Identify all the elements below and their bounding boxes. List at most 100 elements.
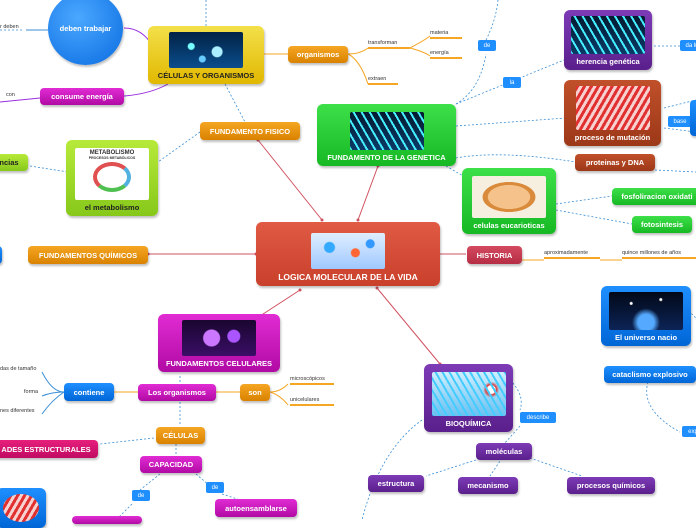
celulas-node[interactable]: CÉLULAS	[156, 427, 205, 444]
label-transforman: transforman	[368, 40, 410, 49]
label-extraen: extraen	[368, 76, 398, 85]
bottom-partial-node[interactable]	[72, 516, 142, 524]
organismos-node[interactable]: organismos	[288, 46, 348, 63]
ciencias-label: ncias	[0, 158, 19, 167]
fotosintesis-label: fotosintesis	[640, 220, 684, 229]
estructura-label: estructura	[377, 479, 415, 488]
label-con: con	[6, 92, 15, 98]
fundamento-fisico-label: FUNDAMENTO FISICO	[209, 126, 291, 136]
autoensamblarse-node[interactable]: autoensamblarse	[215, 499, 297, 517]
universo-label: El universo nacio	[614, 333, 678, 342]
cataclismo-node[interactable]: cataclismo explosivo	[604, 366, 696, 383]
celulas-eucarioticas-node[interactable]: celulas eucarioticas	[462, 168, 556, 234]
label-quince-millones: quince millones de años	[622, 250, 696, 259]
son-node[interactable]: son	[240, 384, 270, 401]
capacidad-label: CAPACIDAD	[148, 460, 194, 469]
chip-base: base	[668, 116, 692, 127]
eukaryotic-cell-image	[472, 176, 546, 218]
metabolismo-image-subtitle: PROCESOS METABÓLICOS	[88, 156, 136, 160]
label-microscopicos: microscópicos	[290, 376, 334, 385]
mecanismo-node[interactable]: mecanismo	[458, 477, 518, 494]
celulas-organismos-node[interactable]: CÉLULAS Y ORGANISMOS	[148, 26, 264, 84]
metabolismo-image-title: METABOLISMO	[89, 150, 135, 156]
consume-energia-label: consume energía	[51, 92, 113, 101]
fundamento-genetica-node[interactable]: FUNDAMENTO DE LA GENETICA	[317, 104, 456, 166]
mutation-dna-image	[575, 86, 650, 130]
bioquimica-node[interactable]: BIOQUÍMICA	[424, 364, 513, 432]
biochemistry-image	[431, 372, 506, 416]
celulas-label: CÉLULAS	[162, 431, 199, 440]
fundamentos-celulares-label: FUNDAMENTOS CELULARES	[165, 359, 273, 368]
proceso-mutacion-node[interactable]: proceso de mutación	[564, 80, 661, 146]
cataclismo-label: cataclismo explosivo	[612, 370, 688, 379]
universe-image	[609, 292, 683, 330]
dna-image	[349, 112, 424, 150]
los-organismos-label: Los organismos	[148, 388, 206, 397]
herencia-genetica-node[interactable]: herencia genética	[564, 10, 652, 70]
label-aproximadamente: aproximadamente	[544, 250, 600, 259]
proteinas-dna-label: proteinas y DNA	[585, 158, 645, 167]
label-das-de-tamano: das de tamaño	[0, 366, 37, 372]
center-title: LOGICA MOLECULAR DE LA VIDA	[278, 272, 418, 282]
chip-de-3: de	[206, 482, 224, 493]
left-edge-blue-node[interactable]	[0, 246, 2, 264]
right-edge-blue-node-1[interactable]	[690, 100, 696, 136]
fundamentos-celulares-node[interactable]: FUNDAMENTOS CELULARES	[158, 314, 280, 372]
bottom-left-partial-card[interactable]	[0, 488, 46, 528]
bioquimica-label: BIOQUÍMICA	[445, 419, 492, 428]
chip-da-lu: da lu	[680, 40, 696, 51]
chip-exp: exp	[682, 426, 696, 437]
cells-image	[182, 320, 256, 356]
moleculas-label: moléculas	[485, 447, 523, 456]
metabolism-cycle-icon	[93, 162, 131, 192]
estructura-node[interactable]: estructura	[368, 475, 424, 492]
organismos-label: organismos	[296, 50, 340, 59]
contiene-node[interactable]: contiene	[64, 383, 114, 401]
herencia-genetica-label: herencia genética	[576, 57, 640, 66]
fundamento-fisico-node[interactable]: FUNDAMENTO FISICO	[200, 122, 300, 140]
fotosintesis-node[interactable]: fotosintesis	[632, 216, 692, 233]
mecanismo-label: mecanismo	[467, 481, 509, 490]
proteinas-dna-node[interactable]: proteinas y DNA	[575, 154, 655, 171]
moleculas-node[interactable]: moléculas	[476, 443, 532, 460]
herencia-dna-image	[571, 16, 645, 54]
propiedades-label: ADES ESTRUCTURALES	[1, 444, 91, 454]
label-r-deben: r deben	[0, 24, 19, 30]
capacidad-node[interactable]: CAPACIDAD	[140, 456, 202, 473]
label-energia: energía	[430, 50, 462, 59]
metabolismo-node[interactable]: METABOLISMO PROCESOS METABÓLICOS el meta…	[66, 140, 158, 216]
deben-trabajar-node[interactable]: deben trabajar	[48, 0, 123, 65]
label-materia: materia	[430, 30, 462, 39]
universo-node[interactable]: El universo nacio	[601, 286, 691, 346]
proceso-mutacion-label: proceso de mutación	[574, 133, 651, 142]
consume-energia-node[interactable]: consume energía	[40, 88, 124, 105]
fundamentos-quimicos-node[interactable]: FUNDAMENTOS QUÍMICOS	[28, 246, 148, 264]
son-label: son	[248, 388, 262, 397]
procesos-quimicos-label: procesos químicos	[576, 481, 646, 490]
label-forma: forma	[24, 389, 39, 395]
propiedades-estructurales-node[interactable]: ADES ESTRUCTURALES	[0, 440, 98, 458]
los-organismos-node[interactable]: Los organismos	[138, 384, 216, 401]
autoensamblarse-label: autoensamblarse	[225, 503, 287, 513]
fundamentos-quimicos-label: FUNDAMENTOS QUÍMICOS	[38, 250, 138, 260]
historia-label: HISTORIA	[476, 250, 513, 260]
chip-de: de	[478, 40, 496, 51]
chip-describe: describe	[520, 412, 556, 423]
label-nes-diferentes: nes diferentes	[0, 408, 35, 414]
fundamento-genetica-label: FUNDAMENTO DE LA GENETICA	[327, 153, 446, 162]
celulas-organismos-label: CÉLULAS Y ORGANISMOS	[157, 71, 255, 80]
virus-image	[169, 32, 243, 68]
center-node[interactable]: LOGICA MOLECULAR DE LA VIDA	[256, 222, 440, 286]
fosforilacion-label: fosfoliracion oxidati	[621, 192, 693, 201]
ciencias-node[interactable]: ncias	[0, 154, 28, 171]
metabolismo-image: METABOLISMO PROCESOS METABÓLICOS	[75, 148, 149, 200]
procesos-quimicos-node[interactable]: procesos químicos	[567, 477, 655, 494]
historia-node[interactable]: HISTORIA	[467, 246, 522, 264]
fosforilacion-node[interactable]: fosfoliracion oxidati	[612, 188, 696, 205]
bottom-left-image	[3, 494, 39, 522]
molecules-image	[311, 233, 385, 269]
chip-la: la	[503, 77, 521, 88]
chip-de-2: de	[132, 490, 150, 501]
